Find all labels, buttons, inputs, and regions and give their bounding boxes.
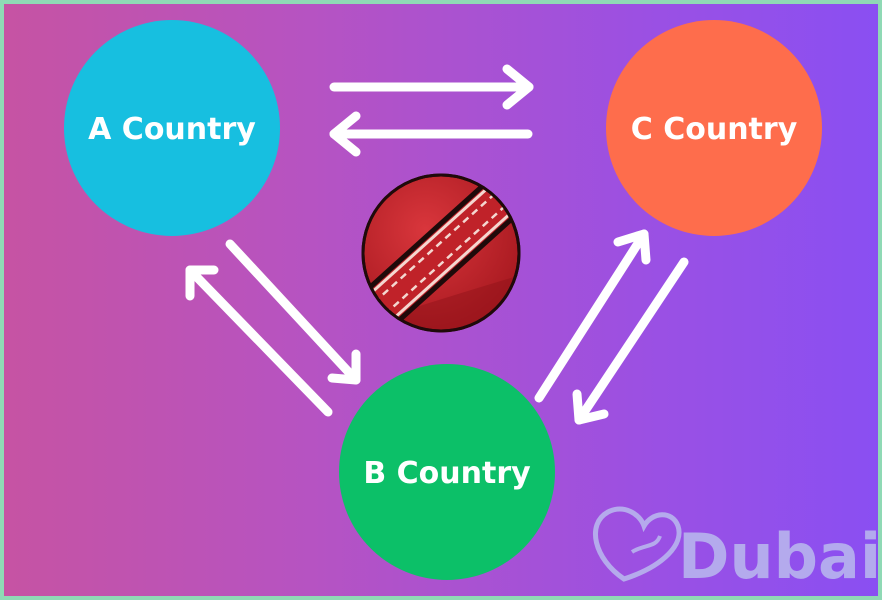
node-c-circle bbox=[606, 20, 822, 236]
arrow-c-to-a bbox=[329, 111, 533, 157]
arrow-a-to-c bbox=[329, 64, 534, 110]
node-b-country: B Country bbox=[339, 364, 555, 580]
arrow-b-to-c bbox=[534, 229, 651, 403]
country-exchange-diagram: A Country C Country B Country bbox=[64, 20, 878, 593]
watermark-text: Dubai7 bbox=[678, 520, 878, 593]
node-a-label: A Country bbox=[88, 112, 256, 147]
node-b-circle bbox=[339, 364, 555, 580]
arrow-c-to-b bbox=[572, 257, 689, 425]
cricket-ball-icon bbox=[361, 173, 521, 333]
heart-logo-icon bbox=[592, 506, 682, 582]
node-a-country: A Country bbox=[64, 20, 280, 236]
node-c-label: C Country bbox=[631, 112, 798, 147]
watermark: Dubai7 bbox=[592, 506, 878, 593]
node-b-label: B Country bbox=[363, 456, 531, 491]
arrow-b-to-a bbox=[185, 265, 333, 417]
arrows bbox=[185, 64, 689, 425]
arrow-a-to-b bbox=[225, 239, 361, 385]
node-c-country: C Country bbox=[606, 20, 822, 236]
node-a-circle bbox=[64, 20, 280, 236]
